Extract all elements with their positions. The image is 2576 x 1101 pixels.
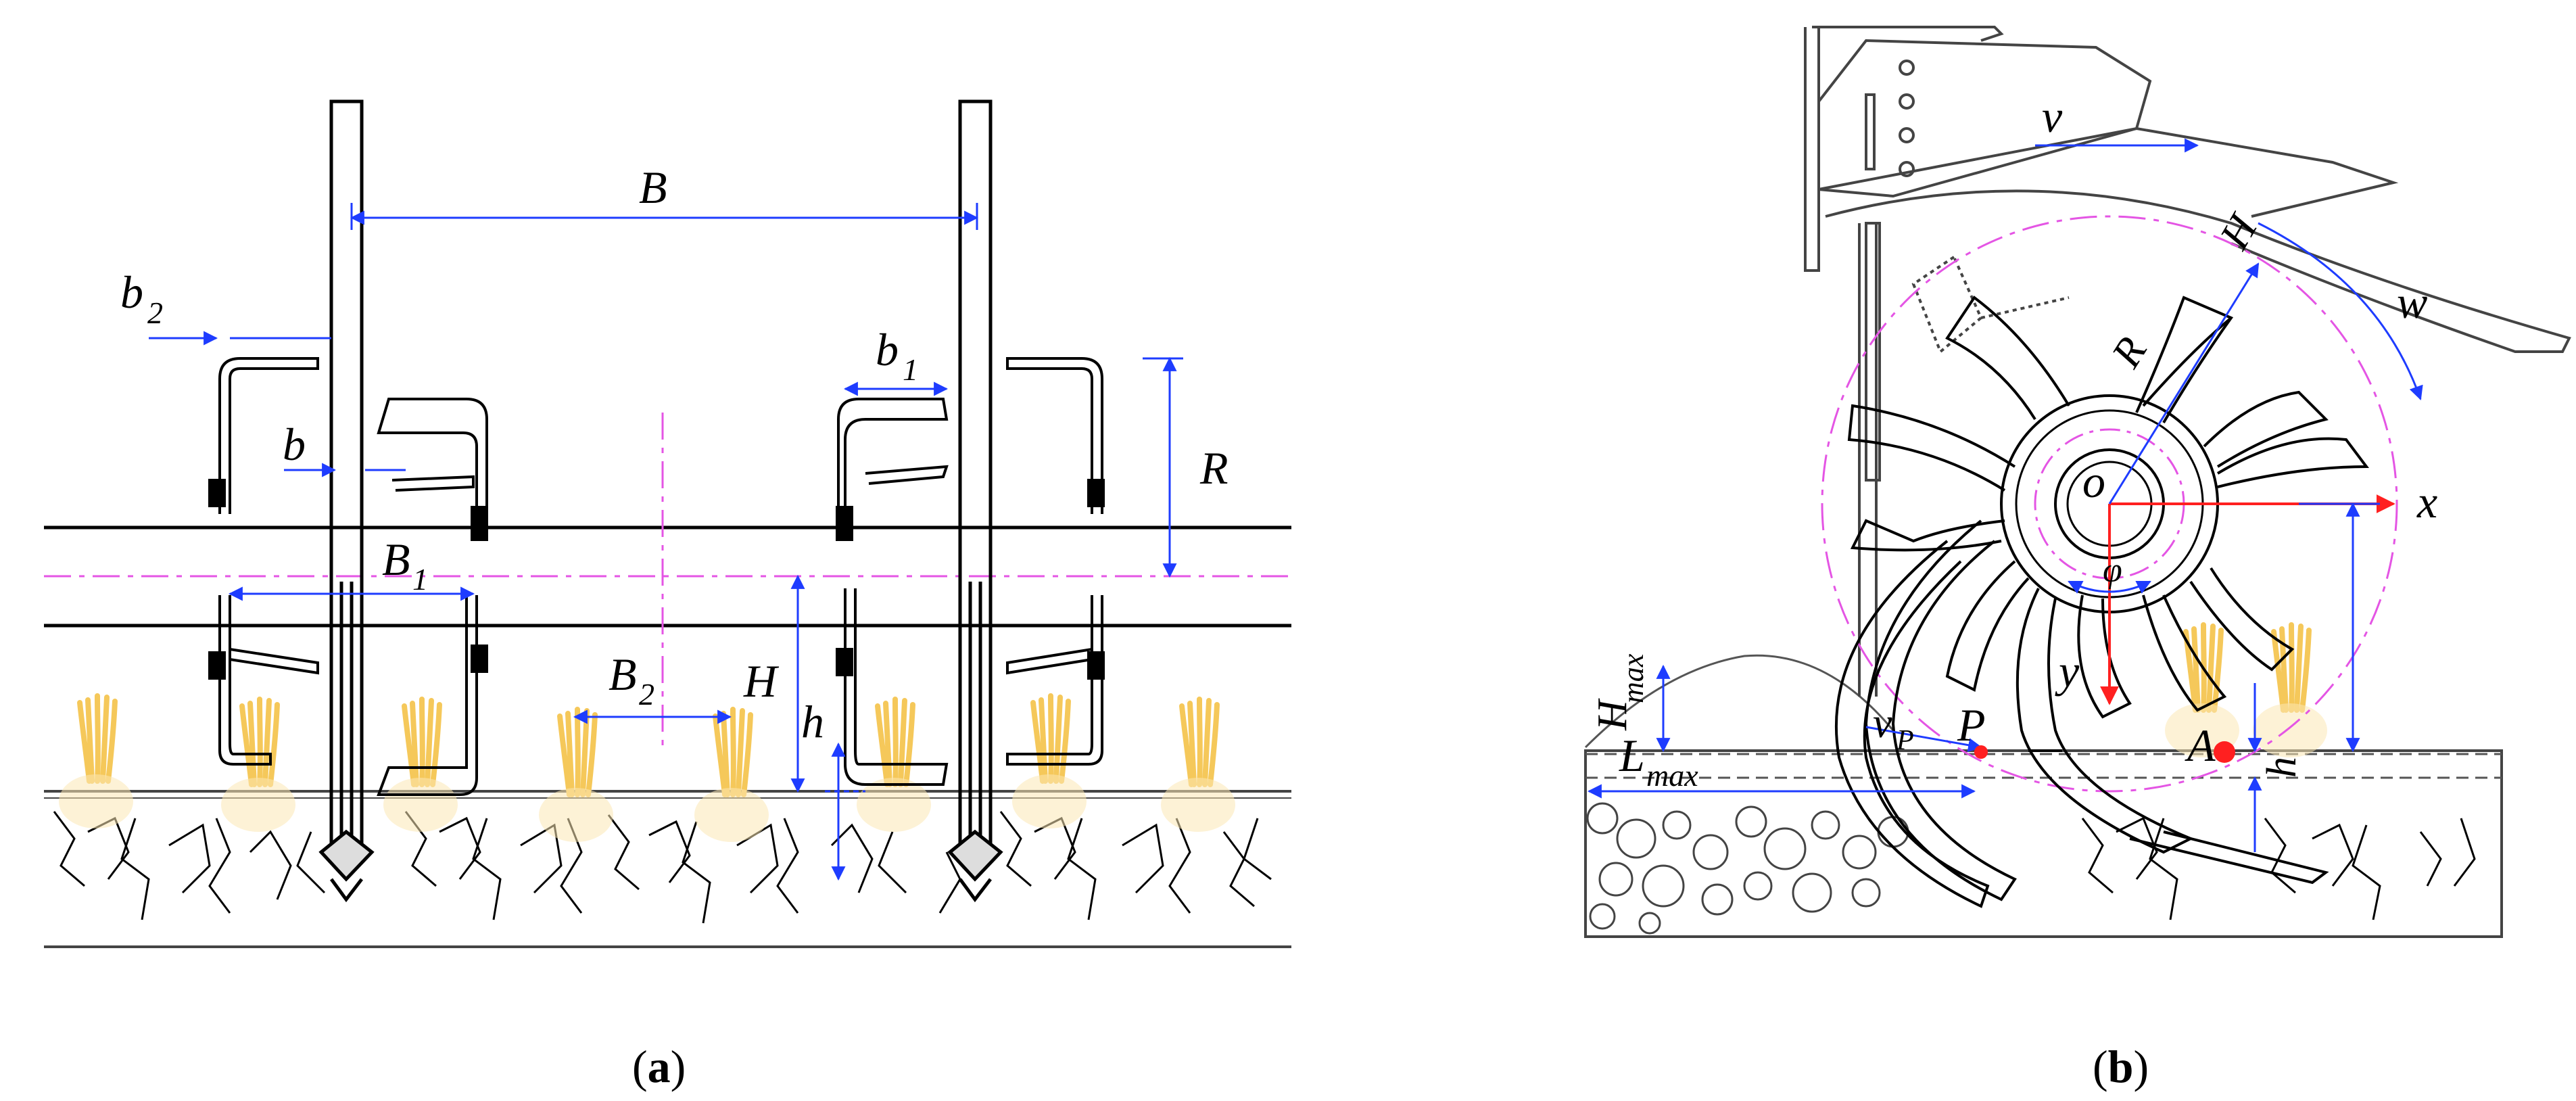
label-A: A [2185,720,2216,771]
soil-layer-b [1584,749,2503,938]
label-y: y [2055,645,2080,697]
label-o: o [2082,456,2105,507]
label-H: H [743,655,780,707]
thrown-soil-profile [1584,654,1894,749]
point-P [1974,745,1988,759]
machine-housing [1804,26,2571,697]
label-phi: φ [2103,551,2122,590]
label-vP-sub: P [1896,725,1914,756]
label-B2: B [609,649,637,700]
label-P: P [1957,699,1986,751]
label-R: R [1199,442,1229,494]
label-b1: b [876,324,899,375]
label-w: w [2397,277,2427,328]
label-b2: b [120,266,143,318]
label-H-b: H [2211,206,2267,257]
panel-b-side-view: v H w R o x φ y H max L max v P P A h (b… [1584,26,2571,1092]
caption-a: (a) [632,1041,686,1092]
labels-a: B b 2 b 1 b R B 1 B 2 H h [120,162,1229,747]
label-B1-sub: 1 [412,562,428,596]
point-A [2214,741,2235,763]
rotor-shafts [44,413,1291,751]
label-B2-sub: 2 [639,677,654,711]
label-b1-sub: 1 [903,352,918,387]
label-b2-sub: 2 [147,296,163,330]
caption-b: (b) [2093,1041,2149,1092]
label-h-b: h [2259,757,2305,778]
label-B: B [639,162,667,213]
label-Hmax: H [1590,698,1636,731]
label-v: v [2042,91,2063,142]
dimension-lines-a [149,203,1183,881]
label-Lmax-sub: max [1646,758,1698,793]
tines-a [208,357,1105,796]
rotor-blades [1834,296,2369,908]
label-h: h [801,696,824,747]
label-x: x [2416,476,2437,528]
label-R-b: R [2103,329,2155,376]
labels-b: v H w R o x φ y H max L max v P P A h [1590,91,2437,793]
label-Lmax: L [1619,730,1645,781]
panel-a-front-view: B b 2 b 1 b R B 1 B 2 H h (a) [44,99,1291,1092]
dimension-lines-b [1587,138,2423,852]
label-vP: v [1873,699,1892,747]
label-B1: B [382,534,410,585]
label-b: b [283,419,306,470]
label-Hmax-sub: max [1617,653,1650,703]
